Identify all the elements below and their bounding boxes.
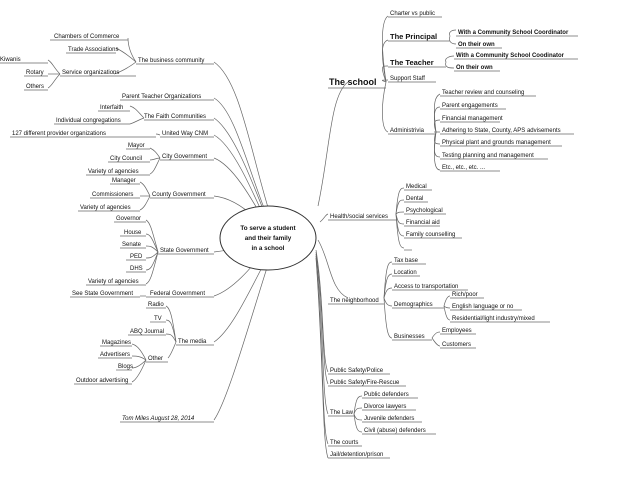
- residential-industry-node: Residential/light industry/mixed: [452, 316, 535, 322]
- state-government-node: State Government: [160, 248, 209, 254]
- mayor-node: Mayor: [128, 143, 145, 149]
- city-government-node: City Government: [162, 154, 207, 160]
- county-government-node: County Government: [152, 192, 206, 198]
- school-node: The school: [329, 77, 377, 87]
- central-title-line-3: in a school: [252, 245, 285, 252]
- ped-node: PED: [130, 254, 143, 260]
- pto-node: Parent Teacher Organizations: [122, 94, 201, 100]
- law-node: The Law: [330, 410, 354, 416]
- state-agencies-node: Variety of agencies: [88, 279, 139, 285]
- tax-base-node: Tax base: [394, 258, 419, 264]
- central-node: To serve a student and their family in a…: [219, 205, 317, 271]
- business-community-node: The business community: [138, 58, 204, 64]
- family-counselling-node: Family counselling: [406, 232, 455, 238]
- chambers-of-commerce-node: Chambers of Commerce: [54, 34, 120, 40]
- admin-item-7: Etc., etc., etc. ...: [442, 165, 485, 171]
- neighborhood-node: The neighborhood: [330, 298, 379, 304]
- civil-defenders-node: Civil (abuse) defenders: [364, 428, 426, 434]
- transportation-node: Access to transportation: [394, 284, 458, 290]
- media-node: The media: [178, 339, 207, 345]
- location-node: Location: [394, 270, 417, 276]
- governor-node: Governor: [116, 216, 141, 222]
- right-branches: The school Charter vs public The Princip…: [329, 11, 569, 458]
- public-defenders-node: Public defenders: [364, 392, 409, 398]
- left-branches: Chambers of Commerce Trade Associations …: [0, 34, 209, 422]
- faith-communities-node: The Faith Communities: [144, 114, 206, 120]
- united-way-node: United Way CNM: [162, 131, 208, 137]
- admin-item-1: Teacher review and counseling: [442, 90, 524, 96]
- trade-associations-node: Trade Associations: [68, 47, 118, 53]
- dental-node: Dental: [406, 196, 423, 202]
- admin-item-5: Physical plant and grounds management: [442, 140, 551, 146]
- manager-node: Manager: [112, 178, 136, 184]
- abq-journal-node: ABQ Journal: [130, 329, 164, 335]
- see-state-government-node: See State Government: [72, 291, 133, 297]
- courts-node: The courts: [330, 440, 358, 446]
- central-title-line-1: To serve a student: [240, 225, 296, 232]
- juvenile-defenders-node: Juvenile defenders: [364, 416, 414, 422]
- commissioners-node: Commissioners: [92, 192, 133, 198]
- magazines-node: Magazines: [102, 340, 131, 346]
- support-staff-node: Support Staff: [390, 76, 425, 82]
- psychological-node: Psychological: [406, 208, 443, 214]
- individual-congregations-node: Individual congregations: [56, 118, 121, 124]
- kiwanis-node: Kiwanis: [0, 57, 21, 63]
- outdoor-advertising-node: Outdoor advertising: [76, 378, 128, 384]
- medical-node: Medical: [406, 184, 427, 190]
- dhs-node: DHS: [130, 266, 143, 272]
- businesses-node: Businesses: [394, 334, 425, 340]
- others-node: Others: [26, 84, 44, 90]
- admin-item-6: Testing planning and management: [442, 153, 534, 159]
- rich-poor-node: Rich/poor: [452, 292, 478, 298]
- teacher-node: The Teacher: [390, 58, 434, 67]
- principal-node: The Principal: [390, 32, 437, 41]
- service-organizations-node: Service organizations: [62, 70, 119, 76]
- teacher-on-their-own-node: On their own: [456, 65, 493, 71]
- rotary-node: Rotary: [26, 70, 44, 76]
- city-council-node: City Council: [110, 156, 142, 162]
- provider-organizations-node: 127 different provider organizations: [12, 131, 106, 137]
- advertisers-node: Advertisers: [100, 352, 130, 358]
- charter-vs-public-node: Charter vs public: [390, 11, 435, 17]
- admin-item-3: Financial management: [442, 116, 503, 122]
- central-title-line-2: and their family: [245, 235, 292, 242]
- county-agencies-node: Variety of agencies: [80, 205, 131, 211]
- other-media-node: Other: [148, 356, 163, 362]
- interfaith-node: Interfaith: [100, 105, 123, 111]
- employees-node: Employees: [442, 328, 472, 334]
- health-services-node: Health/social services: [330, 214, 388, 220]
- tv-node: TV: [154, 316, 162, 322]
- public-safety-fire-node: Public Safety/Fire-Rescue: [330, 380, 400, 386]
- divorce-lawyers-node: Divorce lawyers: [364, 404, 406, 410]
- customers-node: Customers: [442, 342, 471, 348]
- english-language-node: English language or no: [452, 304, 514, 310]
- federal-government-node: Federal Government: [150, 291, 205, 297]
- admin-item-4: Adhering to State, County, APS advisemen…: [442, 128, 561, 134]
- author-credit: Tom Miles August 28, 2014: [122, 416, 195, 422]
- admin-item-2: Parent engagements: [442, 103, 498, 109]
- financial-aid-node: Financial aid: [406, 220, 440, 226]
- node-underlines: [0, 16, 578, 459]
- radio-node: Radio: [148, 302, 164, 308]
- jail-node: Jail/detention/prison: [330, 452, 383, 458]
- teacher-with-coordinator-node: With a Community School Coodinator: [456, 53, 565, 59]
- principal-on-their-own-node: On their own: [458, 42, 495, 48]
- demographics-node: Demographics: [394, 302, 433, 308]
- administrivia-node: Administrivia: [390, 128, 425, 134]
- blogs-node: Blogs: [118, 364, 133, 370]
- house-node: House: [124, 230, 142, 236]
- senate-node: Senate: [122, 242, 142, 248]
- public-safety-police-node: Public Safety/Police: [330, 368, 384, 374]
- principal-with-coordinator-node: With a Community School Coordinator: [458, 30, 569, 36]
- city-agencies-node: Variety of agencies: [88, 169, 139, 175]
